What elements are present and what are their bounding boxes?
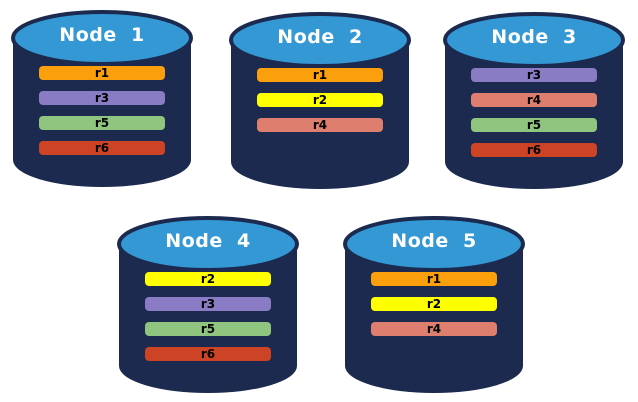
replica-bar: r6 (39, 141, 165, 155)
replica-bar: r6 (145, 347, 271, 361)
cylinder-top (117, 216, 299, 272)
cylinder-top (443, 12, 625, 68)
replica-bar: r4 (257, 118, 383, 132)
replica-bar: r4 (371, 322, 497, 336)
cylinder-top (343, 216, 525, 272)
replica-bar: r2 (257, 93, 383, 107)
replica-bar: r1 (257, 68, 383, 82)
cylinder-top (229, 12, 411, 68)
node-4: Node 4 r2 r3 r5 r6 (116, 214, 300, 396)
node-title: Node 3 (491, 26, 577, 48)
replica-bar: r2 (371, 297, 497, 311)
node-2: Node 2 r1 r2 r4 (228, 10, 412, 192)
node-title: Node 2 (277, 26, 363, 48)
replica-bar: r5 (471, 118, 597, 132)
replica-bar: r1 (371, 272, 497, 286)
replica-bar: r5 (145, 322, 271, 336)
replica-bar: r2 (145, 272, 271, 286)
node-5: Node 5 r1 r2 r4 (342, 214, 526, 396)
cylinder-top (11, 10, 193, 66)
replica-bar: r1 (39, 66, 165, 80)
replica-bar: r3 (471, 68, 597, 82)
replica-bar: r3 (145, 297, 271, 311)
replica-bar: r3 (39, 91, 165, 105)
node-title: Node 1 (59, 24, 145, 46)
node-3: Node 3 r3 r4 r5 r6 (442, 10, 626, 192)
replica-bar: r5 (39, 116, 165, 130)
node-1: Node 1 r1 r3 r5 r6 (10, 8, 194, 190)
node-title: Node 5 (391, 230, 477, 252)
node-title: Node 4 (165, 230, 251, 252)
replica-bar: r6 (471, 143, 597, 157)
replica-bar: r4 (471, 93, 597, 107)
